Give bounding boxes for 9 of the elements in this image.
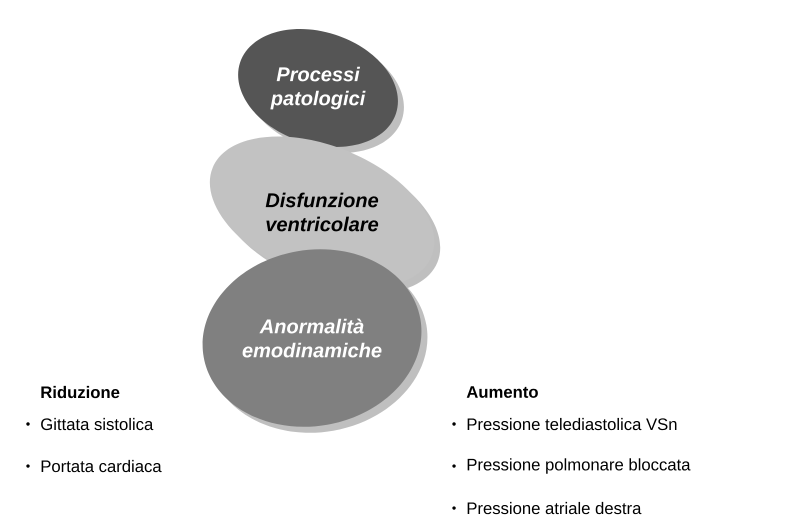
bullet-item: Pressione telediastolica VSn <box>452 418 676 430</box>
heading: Aumento <box>466 386 538 398</box>
bullet-item: Portata cardiaca <box>26 460 162 472</box>
bullet-item: Gittata sistolica <box>26 418 154 430</box>
bullet-item: Pressione polmonare bloccata <box>452 458 690 474</box>
bullet-item: Pressione atriale destra <box>452 502 642 514</box>
heading: Riduzione <box>41 386 120 398</box>
node-label: Anormalità emodinamiche <box>242 318 382 358</box>
node-label: Processi patologici <box>270 66 366 110</box>
